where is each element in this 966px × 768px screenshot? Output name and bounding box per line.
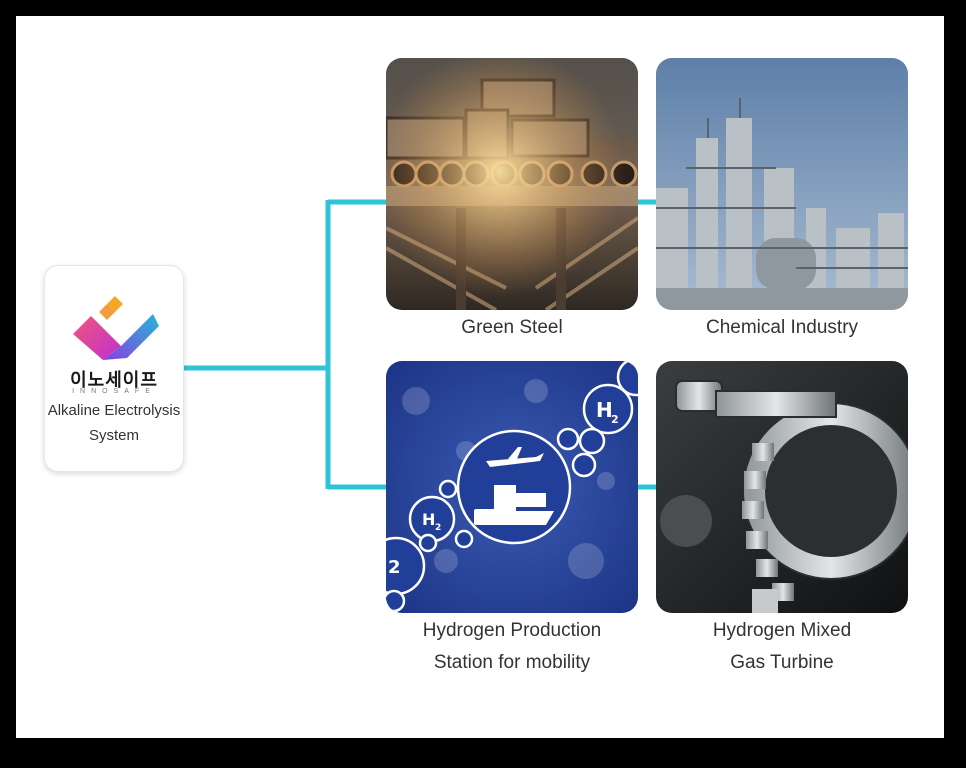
diagram-canvas: 이노세이프 INNOSAFE Alkaline Electrolysis Sys…	[16, 16, 944, 738]
source-label-line1: Alkaline Electrolysis	[47, 402, 181, 419]
logo-wordmark: 이노세이프	[70, 370, 158, 391]
application-label: Chemical Industry	[632, 312, 932, 344]
logo-subtext: INNOSAFE	[72, 388, 156, 395]
application-label: Green Steel	[362, 312, 662, 344]
label-line2: Station for mobility	[433, 652, 591, 673]
application-label: Hydrogen Mixed Gas Turbine	[632, 615, 932, 679]
svg-text:2: 2	[611, 413, 619, 426]
chemical-industry-image	[656, 58, 908, 310]
label-line1: Chemical Industry	[705, 317, 859, 338]
label-line1: Hydrogen Mixed	[712, 620, 852, 641]
label-line1: Green Steel	[461, 317, 563, 338]
source-label-line2: System	[88, 427, 139, 444]
gas-turbine-image	[656, 361, 908, 613]
innosafe-logo-icon	[73, 296, 159, 360]
connector-lines	[182, 199, 658, 490]
label-line2: Gas Turbine	[730, 652, 834, 673]
electrolysis-system-card: 이노세이프 INNOSAFE Alkaline Electrolysis Sys…	[44, 265, 184, 472]
svg-text:H: H	[422, 510, 435, 529]
h2-symbol: H	[596, 398, 613, 422]
svg-text:2: 2	[435, 523, 441, 533]
svg-text:2: 2	[388, 557, 401, 578]
hydrogen-production-image: H 2 H 2 2	[386, 361, 638, 613]
label-line1: Hydrogen Production	[422, 620, 602, 641]
application-label: Hydrogen Production Station for mobility	[362, 615, 662, 679]
source-label: Alkaline Electrolysis System	[41, 398, 187, 448]
green-steel-image	[386, 58, 638, 310]
